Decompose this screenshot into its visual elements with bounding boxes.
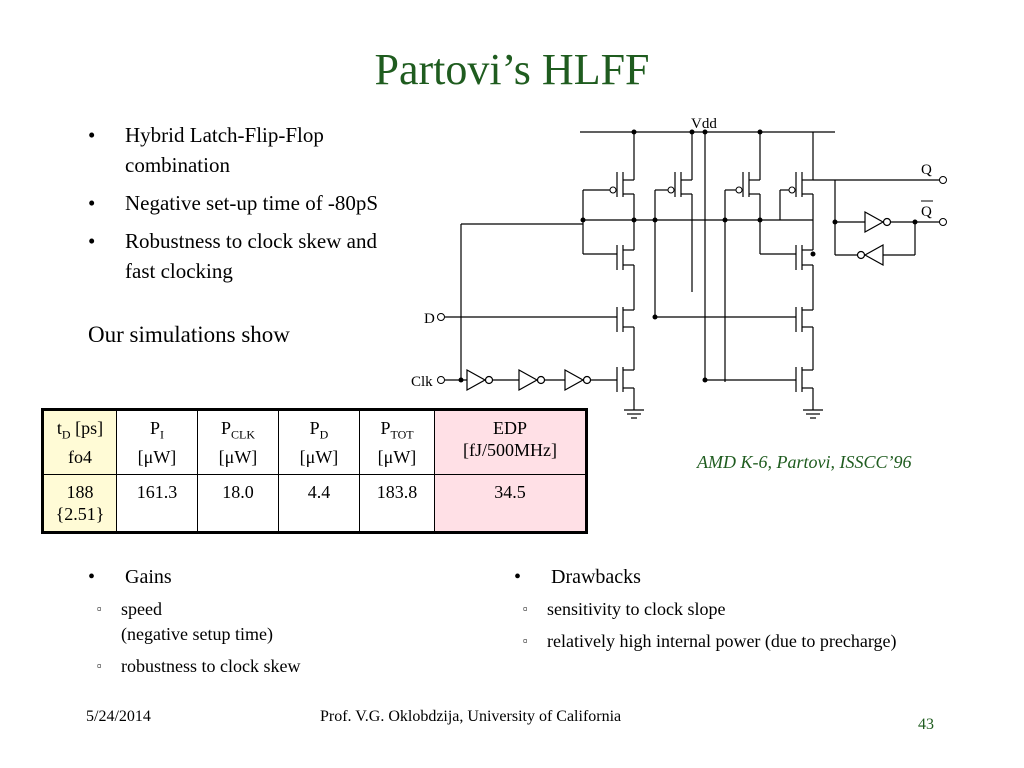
footer-author: Prof. V.G. Oklobdzija, University of Cal…: [320, 708, 622, 725]
cell-ptot: 183.8: [359, 473, 435, 533]
bullet-hybrid: Hybrid Latch-Flip-Flop combination: [88, 120, 408, 180]
q-label: Q: [921, 162, 932, 178]
header-pd: PD[μW]: [278, 409, 360, 475]
header-ptot: PTOT[μW]: [359, 409, 435, 475]
gain-item-robustness: robustness to clock skew: [88, 653, 448, 679]
bullet-robustness: Robustness to clock skew and fast clocki…: [88, 226, 408, 286]
page-number: 43: [918, 716, 934, 733]
cell-pi: 161.3: [116, 473, 198, 533]
table-row: 188{2.51} 161.3 18.0 4.4 183.8 34.5: [42, 473, 587, 533]
gains-section: Gains speed(negative setup time) robustn…: [88, 566, 448, 686]
header-td: tD [ps]fo4: [42, 409, 117, 475]
cell-pd: 4.4: [278, 473, 360, 533]
drawbacks-heading: Drawbacks: [514, 566, 954, 589]
clk-input-label: Clk: [411, 374, 433, 390]
header-pi: PI[μW]: [116, 409, 198, 475]
footer-date: 5/24/2014: [86, 708, 151, 725]
hlff-schematic: Vdd Q Q D Clk: [411, 116, 947, 419]
drawback-item-slope: sensitivity to clock slope: [514, 596, 954, 622]
drawback-item-power: relatively high internal power (due to p…: [514, 628, 954, 654]
cell-pclk: 18.0: [197, 473, 279, 533]
reference-citation: AMD K-6, Partovi, ISSCC’96: [697, 452, 912, 472]
header-edp: EDP[fJ/500MHz]: [434, 409, 587, 475]
drawbacks-section: Drawbacks sensitivity to clock slope rel…: [514, 566, 954, 661]
header-pclk: PCLK[μW]: [197, 409, 279, 475]
feature-bullets: Hybrid Latch-Flip-Flop combination Negat…: [88, 120, 408, 294]
slide-title: Partovi’s HLFF: [374, 45, 650, 94]
qbar-label: Q: [921, 204, 932, 220]
results-table: tD [ps]fo4 PI[μW] PCLK[μW] PD[μW] PTOT[μ…: [41, 408, 588, 534]
simulation-heading: Our simulations show: [88, 322, 290, 347]
gains-heading: Gains: [88, 566, 448, 589]
gain-item-speed: speed(negative setup time): [88, 596, 448, 647]
bullet-setup-time: Negative set-up time of -80pS: [88, 188, 408, 218]
cell-edp: 34.5: [434, 473, 587, 533]
vdd-label: Vdd: [691, 116, 717, 132]
table-header-row: tD [ps]fo4 PI[μW] PCLK[μW] PD[μW] PTOT[μ…: [42, 409, 587, 475]
cell-td: 188{2.51}: [42, 473, 117, 533]
d-input-label: D: [424, 311, 435, 327]
